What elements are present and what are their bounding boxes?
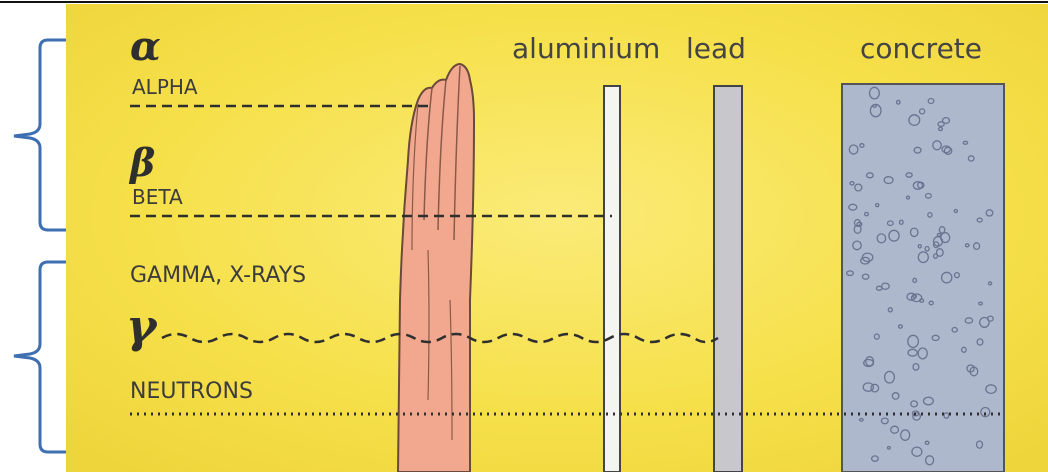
bracket-uncharged-radiation <box>14 262 66 452</box>
bracket-charged-particles <box>14 40 66 230</box>
concrete-label: concrete <box>860 32 982 65</box>
neutron-label: NEUTRONS <box>130 379 253 404</box>
beta-symbol: β <box>128 140 155 185</box>
lead-label: lead <box>686 32 746 65</box>
beta-label: BETA <box>132 185 183 209</box>
alpha-symbol: α <box>130 23 161 70</box>
gamma-label: GAMMA, X-RAYS <box>130 263 306 288</box>
aluminium-label: aluminium <box>512 32 660 65</box>
gamma-symbol: γ <box>126 299 159 353</box>
alpha-label: ALPHA <box>132 75 198 99</box>
